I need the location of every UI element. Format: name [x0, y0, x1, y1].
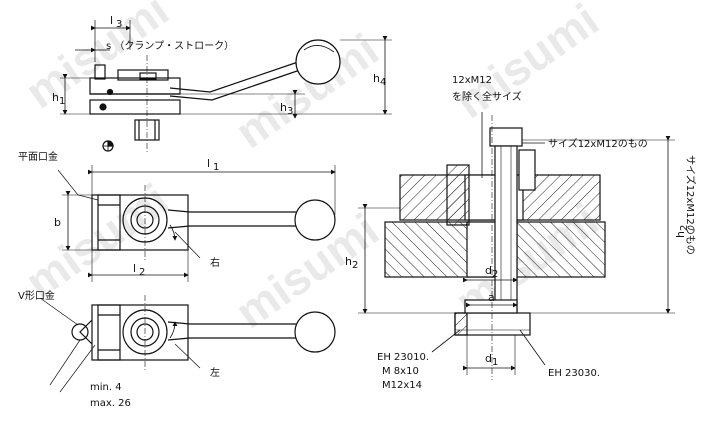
label-h2-left: h: [345, 255, 352, 268]
label-eh-left-1: EH 23010.: [377, 352, 429, 363]
label-flat-jaw: 平面口金: [18, 150, 58, 163]
label-left: 左: [210, 366, 220, 379]
label-h2-right: h: [674, 231, 687, 238]
label-h1: h: [52, 91, 59, 104]
label-size-12-line1: 12xM12: [452, 75, 492, 86]
label-l3: l: [110, 14, 113, 27]
label-right: 右: [210, 256, 220, 269]
label-b: b: [54, 216, 61, 229]
label-d1-sub: 1: [492, 357, 498, 368]
side-view: [60, 20, 392, 152]
section-dims: [358, 112, 675, 375]
label-d2-sub: 2: [492, 269, 498, 280]
label-l2: l: [133, 262, 136, 275]
label-size-12-only: サイズ12xM12のもの: [548, 137, 648, 150]
label-max: max. 26: [90, 398, 131, 409]
label-l1-sub: 1: [213, 162, 219, 173]
label-h2-left-sub: 2: [352, 260, 358, 271]
section-view: [384, 115, 606, 380]
label-d1: d: [485, 352, 492, 365]
label-v-jaw: V形口金: [18, 289, 55, 302]
top-view-v: [39, 295, 336, 393]
label-a: a: [488, 291, 495, 304]
label-min: min. 4: [90, 382, 122, 393]
label-eh-right: EH 23030.: [548, 368, 600, 379]
label-size-12-line2: を除く全サイズ: [452, 90, 522, 103]
label-h1-sub: 1: [59, 96, 65, 107]
label-l2-sub: 2: [139, 267, 145, 278]
label-h4-sub: 4: [380, 77, 386, 88]
label-clamp-stroke: s （クランプ・ストローク）: [106, 40, 234, 52]
watermark-text: misumi: [446, 0, 608, 128]
label-eh-left-2: M 8x10: [382, 366, 419, 377]
label-h2-right-note: サイズ12xM12のもの: [684, 155, 697, 255]
label-h3-sub: 3: [287, 106, 293, 117]
label-h2-right-sub: 2: [679, 225, 690, 231]
label-l3-sub: 3: [116, 19, 122, 30]
label-h3: h: [280, 101, 287, 114]
label-h4: h: [373, 72, 380, 85]
label-l1: l: [207, 157, 210, 170]
labels: l 3 s （クランプ・ストローク） h 1 h 3 h 4 平面口金 l 1 …: [18, 14, 697, 409]
label-eh-left-3: M12x14: [382, 380, 422, 391]
label-d2: d: [485, 264, 492, 277]
top-view-flat: [57, 165, 336, 282]
